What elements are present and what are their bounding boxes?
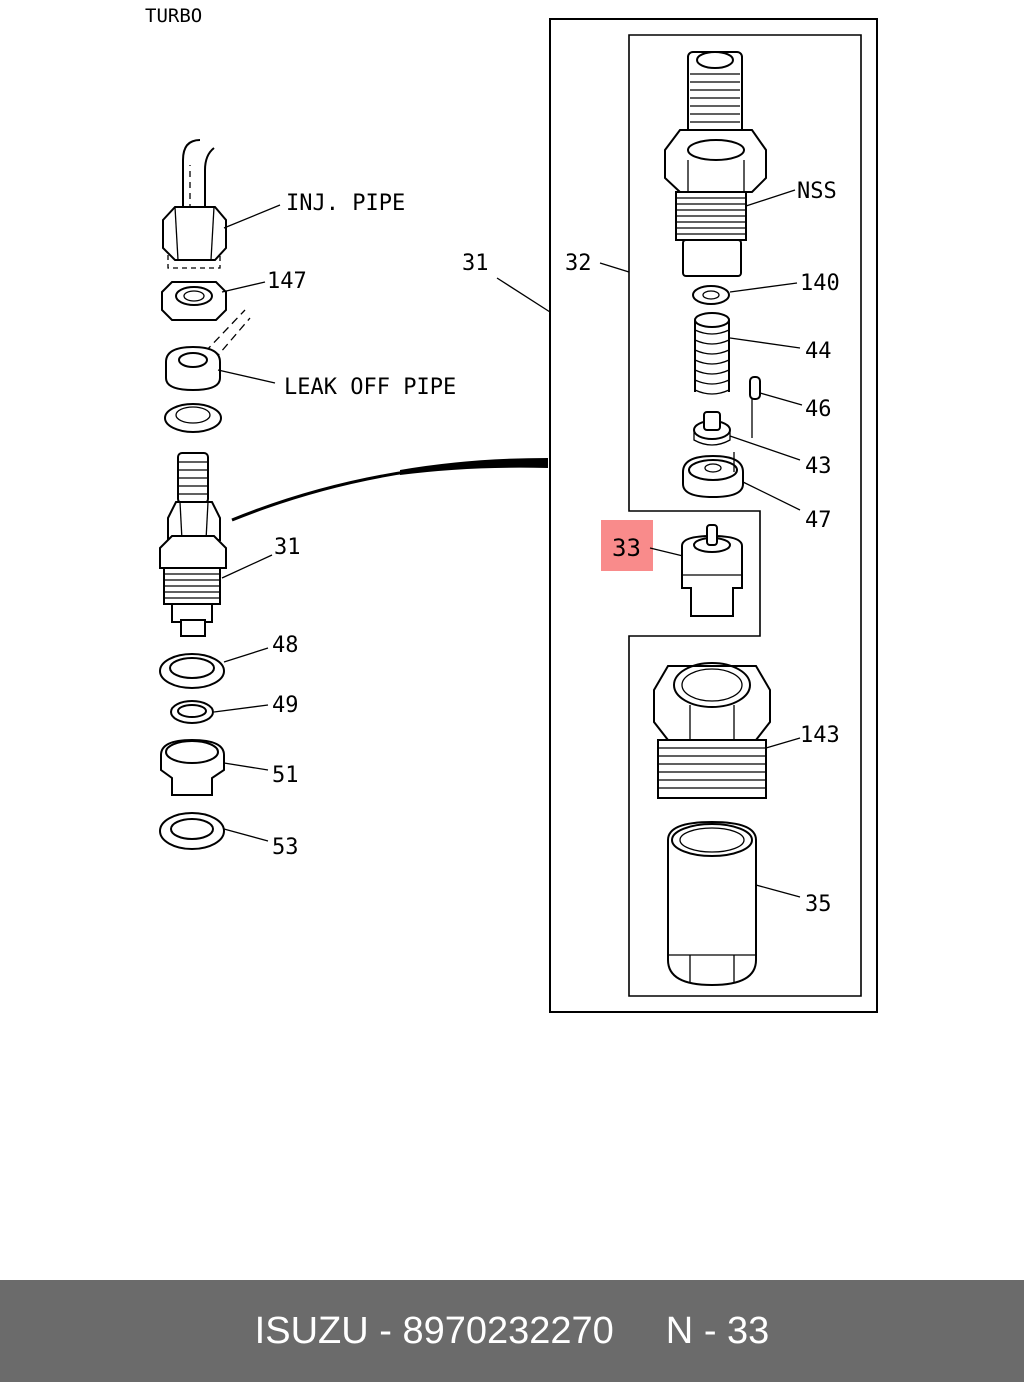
leak-off-fitting	[165, 345, 221, 392]
leak-off-washer	[164, 403, 222, 433]
label-47: 47	[805, 508, 832, 533]
label-51: 51	[272, 763, 299, 788]
part-number: 8970232270	[402, 1309, 614, 1352]
brand-separator: -	[379, 1309, 392, 1352]
part-140-washer	[692, 285, 730, 305]
part-48-washer	[159, 653, 225, 689]
part-147-nut	[161, 281, 227, 321]
ref-number: 33	[727, 1309, 770, 1352]
part-47-spacer	[682, 454, 744, 499]
label-140: 140	[800, 271, 840, 296]
label-48: 48	[272, 633, 299, 658]
part-46-pin	[749, 376, 761, 400]
part-143-retaining-nut	[653, 662, 771, 799]
label-46: 46	[805, 397, 832, 422]
label-31-box: 31	[462, 251, 489, 276]
brand-name: ISUZU	[254, 1309, 369, 1352]
exploded-parts-diagram: TURBO	[145, 5, 878, 1013]
label-31-left: 31	[274, 535, 301, 560]
label-43: 43	[805, 454, 832, 479]
ref-separator: -	[703, 1309, 717, 1352]
pipe-nut	[162, 206, 227, 269]
part-info-footer: ISUZU - 8970232270 N - 33	[0, 1280, 1024, 1382]
assembly-31-box	[549, 18, 878, 1013]
nss-holder-body	[664, 51, 767, 277]
label-leak-off-pipe: LEAK OFF PIPE	[284, 375, 456, 400]
label-nss: NSS	[797, 179, 837, 204]
part-43-push-rod	[693, 411, 731, 446]
header-label: TURBO	[145, 5, 202, 27]
label-inj-pipe: INJ. PIPE	[286, 191, 405, 216]
label-32: 32	[565, 251, 592, 276]
part-51-sleeve	[160, 738, 225, 796]
label-35: 35	[805, 892, 832, 917]
label-44: 44	[805, 339, 832, 364]
part-53-washer	[159, 812, 225, 850]
label-49: 49	[272, 693, 299, 718]
label-33: 33	[612, 534, 641, 562]
label-143: 143	[800, 723, 840, 748]
ref-prefix: N	[665, 1309, 694, 1352]
assembly-32-outline	[628, 34, 862, 997]
highlight-33	[601, 520, 653, 571]
label-147: 147	[267, 269, 307, 294]
part-33-nozzle	[681, 524, 743, 617]
part-49-ring	[170, 700, 214, 724]
part-44-spring	[694, 312, 730, 395]
part-35-sleeve	[667, 820, 757, 987]
injection-pipe	[182, 139, 215, 212]
label-53: 53	[272, 835, 299, 860]
nozzle-holder-31	[159, 452, 227, 637]
